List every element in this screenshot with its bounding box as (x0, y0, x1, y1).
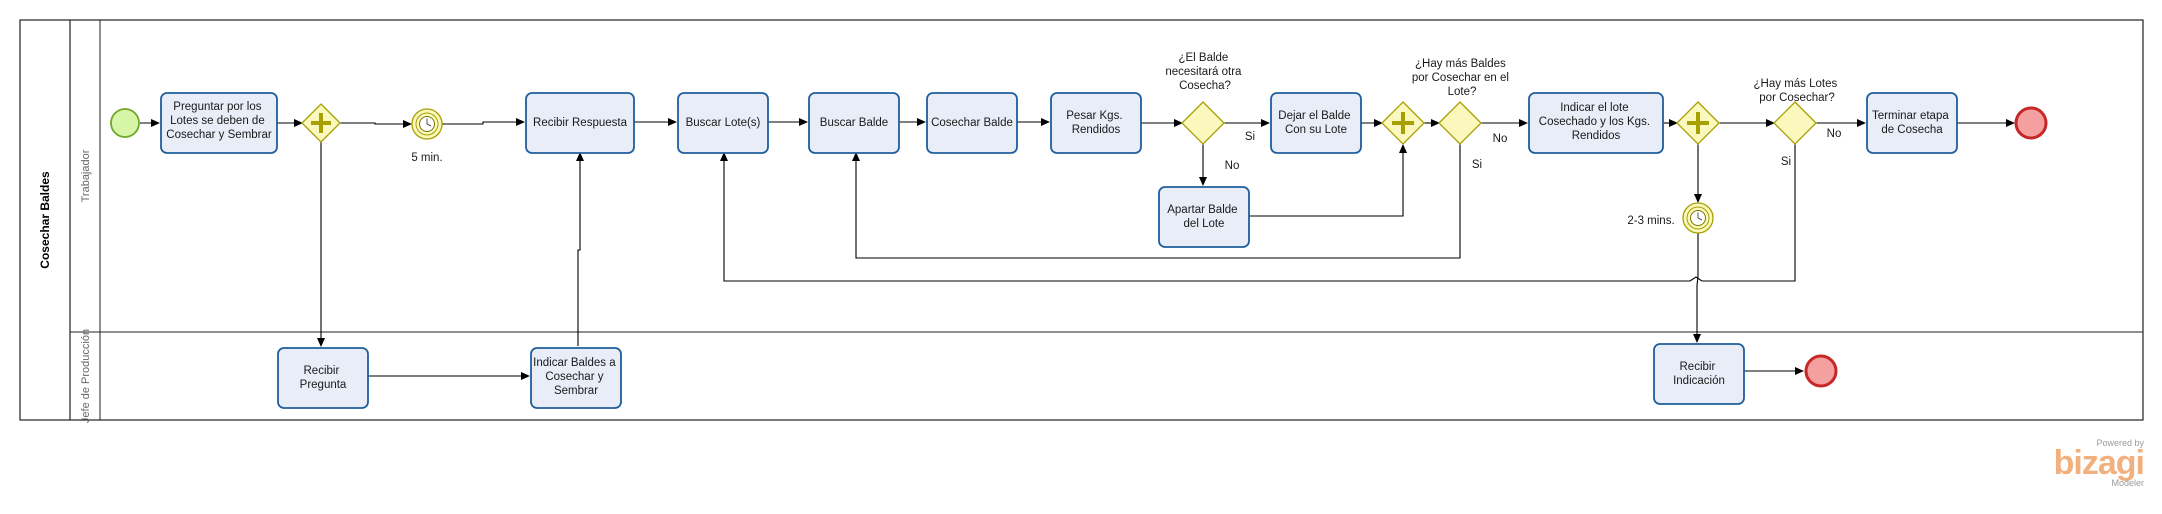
svg-text:Recibir Pregunta: Recibir Pregunta (300, 365, 347, 391)
flow-g2-buscarbalde (852, 144, 1461, 259)
gateway-label-g1: ¿El Balde necesitará otra Cosecha? (1165, 52, 1244, 92)
plus-icon (1392, 112, 1414, 134)
parallel-gateway-3[interactable] (1676, 101, 1720, 145)
timer-event-1[interactable] (411, 108, 443, 140)
flow-label-g3-no: No (1827, 128, 1842, 140)
flow-label-g1-no: No (1225, 160, 1240, 172)
flow-apartar-par (1249, 144, 1407, 217)
exclusive-gateway-g3[interactable] (1773, 101, 1817, 145)
task-indicar-baldes[interactable]: Indicar Baldes a Cosechar y Sembrar (530, 347, 622, 409)
task-line: de Cosecha (1881, 124, 1943, 136)
task-recibir-indicacion[interactable]: Recibir Indicación (1653, 343, 1745, 405)
clock-icon (1690, 210, 1706, 226)
end-event-trabajador[interactable] (2014, 106, 2048, 140)
task-indicar-lote[interactable]: Indicar el lote Cosechado y los Kgs. Ren… (1528, 92, 1664, 154)
pool: Cosechar Baldes Trabajador Jefe de Produ… (19, 19, 2144, 423)
lane-title-trabajador: Trabajador (80, 149, 92, 202)
svg-text:Buscar Balde: Buscar Balde (820, 117, 888, 129)
plus-icon (1687, 112, 1709, 134)
flow-label-g2-no: No (1493, 133, 1508, 145)
task-buscar-balde[interactable]: Buscar Balde (808, 92, 900, 154)
bizagi-wordmark: bizagi (2053, 444, 2145, 482)
task-terminar[interactable]: Terminar etapa de Cosecha (1866, 92, 1958, 154)
task-cosechar-balde[interactable]: Cosechar Balde (926, 92, 1018, 154)
task-line: Recibir (1680, 361, 1716, 373)
end-event-jefe[interactable] (1804, 354, 1838, 388)
timer-label-2: 2-3 mins. (1627, 215, 1674, 227)
svg-text:Cosechar Balde: Cosechar Balde (931, 117, 1013, 129)
task-line: Indicación (1673, 375, 1725, 387)
lane-title-jefe: Jefe de Producción (80, 329, 92, 423)
svg-text:Indicar el lote Cosechad: Indicar el lote Cosechado y los Kgs. Ren… (1539, 102, 1653, 142)
task-line: Sembrar (554, 385, 598, 397)
task-line: Indicar el lote (1560, 102, 1628, 114)
task-line: Rendidos (1072, 124, 1121, 136)
svg-text:Terminar etapa de Cosech: Terminar etapa de Cosecha (1872, 110, 1952, 136)
task-recibir-respuesta[interactable]: Recibir Respuesta (525, 92, 635, 154)
flow-timer2-recibirindicacion (1693, 233, 1701, 343)
task-line: Preguntar por los (173, 101, 261, 113)
svg-text:Indicar Baldes a Cosecha: Indicar Baldes a Cosechar y Sembrar (533, 357, 619, 397)
task-line: Cosechar Balde (931, 117, 1013, 129)
task-apartar[interactable]: Apartar Balde del Lote (1158, 186, 1250, 248)
svg-text:Buscar Lote(s): Buscar Lote(s) (686, 117, 761, 129)
task-line: Recibir (304, 365, 340, 377)
svg-text:Recibir Respuesta: Recibir Respuesta (533, 117, 628, 129)
task-line: Indicar Baldes a (533, 357, 616, 369)
parallel-gateway-2[interactable] (1381, 101, 1425, 145)
task-line: Recibir Respuesta (533, 117, 628, 129)
gateway-label-g3: ¿Hay más Lotes por Cosechar? (1754, 78, 1841, 104)
flow-indicarbaldes-recibir (576, 152, 584, 346)
modeler-text: Modeler (2111, 478, 2144, 488)
task-line: Terminar etapa (1872, 110, 1949, 122)
svg-text:Dejar el Balde Con su Lo: Dejar el Balde Con su Lote (1278, 110, 1353, 136)
task-line: Pesar Kgs. (1066, 110, 1122, 122)
svg-text:Recibir Indicación: Recibir Indicación (1673, 361, 1725, 387)
svg-text:Pesar Kgs. Rendidos: Pesar Kgs. Rendidos (1066, 110, 1125, 136)
start-event[interactable] (110, 108, 140, 138)
svg-text:Preguntar por los Lotes: Preguntar por los Lotes se deben de Cose… (166, 101, 272, 141)
flow-timer1-recibir (442, 118, 525, 126)
task-line: Con su Lote (1285, 124, 1347, 136)
flow-g3-buscarlotes (720, 144, 1796, 282)
exclusive-gateway-g1[interactable] (1181, 101, 1225, 145)
task-buscar-lotes[interactable]: Buscar Lote(s) (677, 92, 769, 154)
task-line: Cosechar y Sembrar (166, 129, 272, 141)
flow-gw-timer1 (340, 120, 412, 128)
clock-icon (419, 116, 435, 132)
task-line: Buscar Balde (820, 117, 888, 129)
powered-by-text: Powered by (2096, 438, 2144, 448)
task-preguntar[interactable]: Preguntar por los Lotes se deben de Cose… (160, 92, 278, 154)
sequence-flows (140, 118, 2015, 380)
task-dejar-balde[interactable]: Dejar el Balde Con su Lote (1270, 92, 1362, 154)
parallel-gateway-1[interactable] (301, 103, 341, 143)
task-line: Pregunta (300, 379, 347, 391)
task-line: Rendidos (1572, 130, 1621, 142)
pool-title: Cosechar Baldes (38, 171, 52, 269)
task-recibir-pregunta[interactable]: Recibir Pregunta (277, 347, 369, 409)
task-line: del Lote (1184, 218, 1225, 230)
timer-label-1: 5 min. (411, 152, 442, 164)
exclusive-gateway-g2[interactable] (1438, 101, 1482, 145)
bizagi-logo: Powered by bizagi Modeler (2053, 438, 2145, 488)
svg-text:Apartar Balde del Lote: Apartar Balde del Lote (1167, 204, 1241, 230)
task-line: Lotes se deben de (170, 115, 265, 127)
task-line: Cosechar y (545, 371, 603, 383)
gateway-label-g2: ¿Hay más Baldes por Cosechar en el Lote? (1412, 58, 1512, 98)
flow-label-g3-si: Si (1781, 156, 1791, 168)
timer-event-2[interactable] (1682, 202, 1714, 234)
flow-label-g1-si: Si (1245, 131, 1255, 143)
task-pesar[interactable]: Pesar Kgs. Rendidos (1050, 92, 1142, 154)
plus-icon (311, 113, 331, 133)
flow-label-g2-si: Si (1472, 159, 1482, 171)
task-line: Dejar el Balde (1278, 110, 1350, 122)
task-line: Buscar Lote(s) (686, 117, 761, 129)
task-line: Cosechado y los Kgs. (1539, 116, 1650, 128)
task-line: Apartar Balde (1167, 204, 1237, 216)
